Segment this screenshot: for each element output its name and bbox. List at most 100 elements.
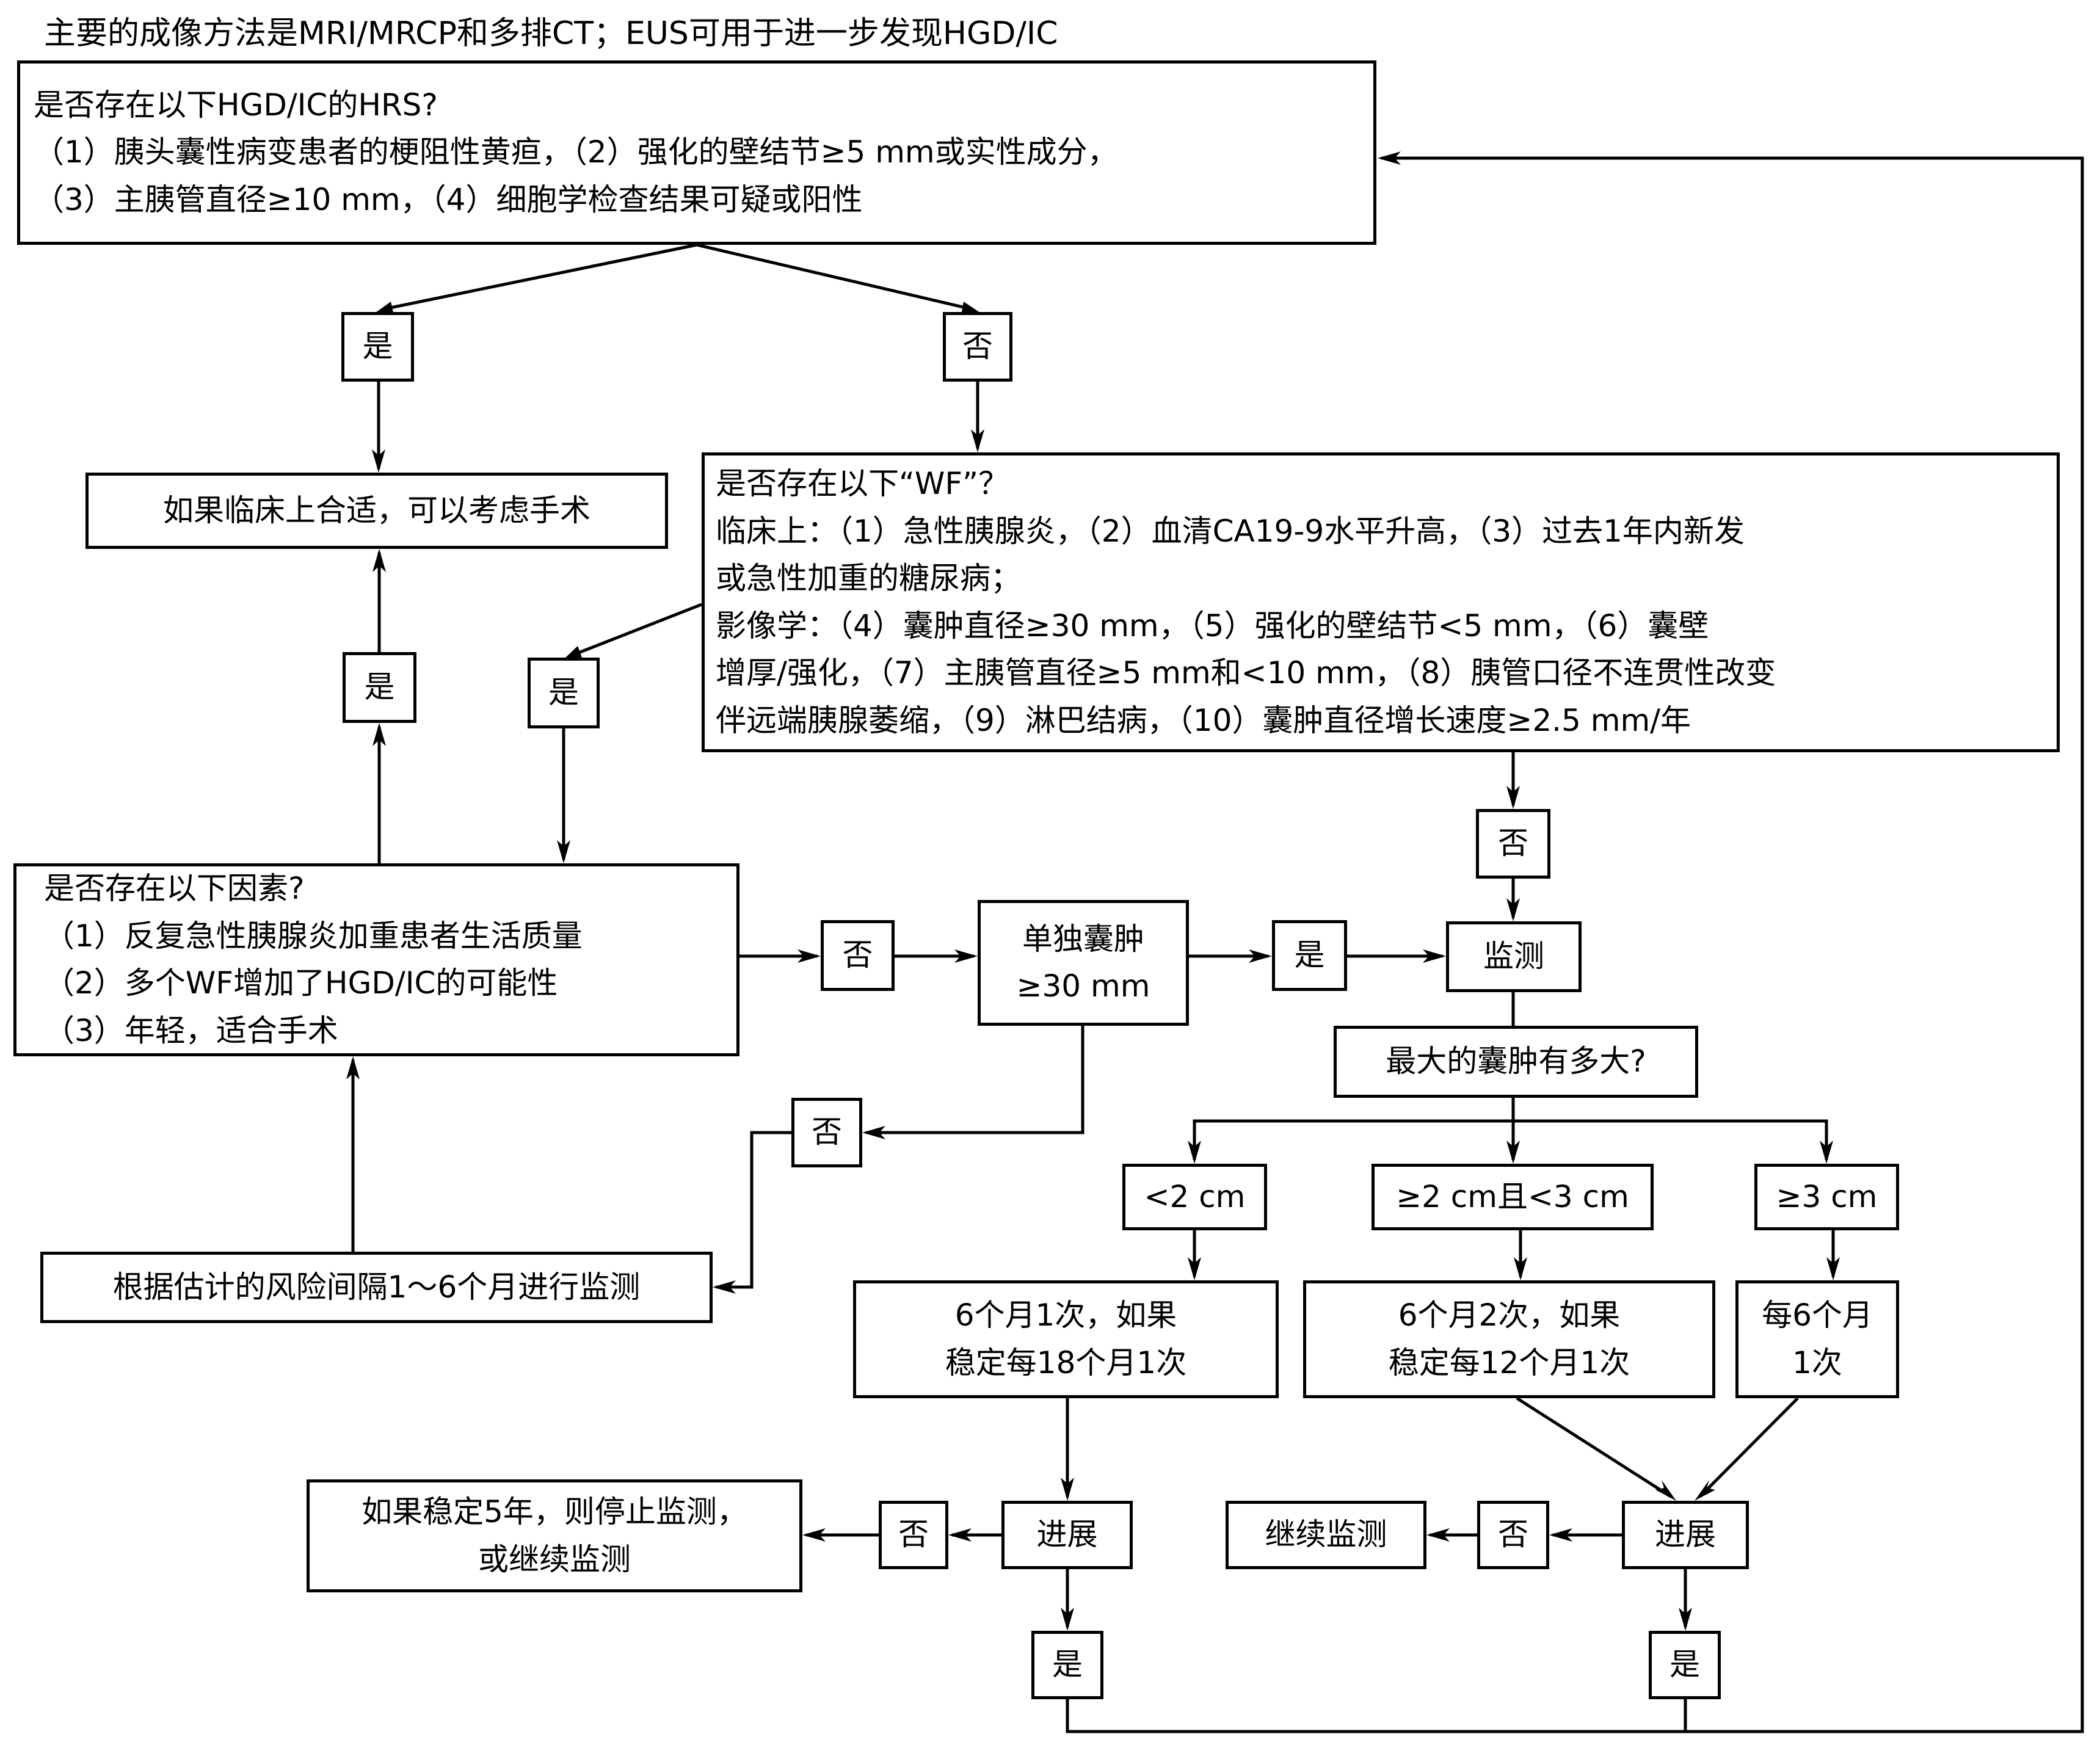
arrowhead [1506, 898, 1520, 921]
size-large-label: ≥3 cm [1776, 1178, 1878, 1214]
connector-solitary-no [866, 1026, 1085, 1134]
solitary-no-box: 否 [791, 1098, 862, 1167]
connector-no-risk [716, 1131, 791, 1289]
arrowhead [565, 646, 583, 659]
arrowhead [1188, 1257, 1201, 1280]
factors-question-box: 是否存在以下因素? （1）反复急性胰腺炎加重患者生活质量 （2）多个WF增加了H… [13, 863, 739, 1056]
progress-right-no-box: 否 [1477, 1501, 1549, 1569]
progress-left-yes-label: 是 [1052, 1647, 1083, 1683]
arrowhead [1695, 1480, 1715, 1501]
arrowhead [1061, 1608, 1074, 1631]
hrs-no-label: 否 [962, 328, 993, 365]
arrowhead [1249, 949, 1272, 963]
progress-right-yes-box: 是 [1649, 1631, 1721, 1699]
connector-hrs-no [696, 243, 972, 311]
progress-right-label: 进展 [1655, 1517, 1716, 1553]
wf-criteria-line: 临床上：（1）急性胰腺炎，（2）血清CA19-9水平升高，（3）过去1年内新发 [716, 513, 1745, 549]
progress-left-no-box: 否 [879, 1501, 948, 1569]
arrowhead [557, 840, 570, 863]
progress-right-box: 进展 [1622, 1501, 1749, 1569]
factors-item: （1）反复急性胰腺炎加重患者生活质量 [44, 918, 583, 954]
plan-small-line: 6个月1次，如果 [954, 1297, 1177, 1333]
plan-mid-line: 6个月2次，如果 [1398, 1297, 1621, 1333]
stop-monitor-box: 如果稳定5年，则停止监测， 或继续监测 [307, 1479, 802, 1592]
plan-large-line: 1次 [1792, 1344, 1842, 1380]
wf-yes-label: 是 [548, 675, 579, 711]
arrowhead [372, 549, 386, 572]
surgery-box: 如果临床上合适，可以考虑手术 [85, 473, 668, 549]
wf-question-box: 是否存在以下“WF”？ 临床上：（1）急性胰腺炎，（2）血清CA19-9水平升高… [702, 452, 2060, 752]
arrowhead [1679, 1608, 1692, 1631]
arrowheads [346, 151, 1840, 1631]
size-small-label: <2 cm [1144, 1178, 1246, 1214]
stop-monitor-line: 或继续监测 [478, 1541, 631, 1577]
wf-no-box: 否 [1476, 809, 1550, 879]
diagram-title: 主要的成像方法是MRI/MRCP和多排CT；EUS可用于进一步发现HGD/IC [44, 15, 1058, 52]
progress-left-label: 进展 [1036, 1517, 1098, 1553]
plan-small-line: 稳定每18个月1次 [945, 1344, 1187, 1380]
risk-interval-label: 根据估计的风险间隔1～6个月进行监测 [112, 1269, 641, 1305]
wf-question: 是否存在以下“WF”？ [716, 466, 1009, 501]
surgery-label: 如果临床上合适，可以考虑手术 [163, 492, 590, 528]
largest-cyst-label: 最大的囊肿有多大? [1386, 1043, 1646, 1079]
hrs-criteria-line: （1）胰头囊性病变患者的梗阻性黄疸，（2）强化的壁结节≥5 mm或实性成分， [34, 134, 1118, 170]
progress-left-yes-box: 是 [1031, 1631, 1103, 1699]
progress-right-yes-label: 是 [1669, 1647, 1700, 1683]
solitary-cyst-label: 单独囊肿 [1022, 921, 1144, 957]
solitary-yes-label: 是 [1294, 937, 1325, 973]
arrowhead [372, 723, 386, 746]
plan-small-box: 6个月1次，如果 稳定每18个月1次 [853, 1280, 1279, 1398]
arrowhead [1655, 1480, 1676, 1501]
arrowhead [948, 1528, 972, 1542]
progress-right-no-label: 否 [1498, 1517, 1528, 1553]
size-small-box: <2 cm [1122, 1164, 1267, 1230]
factors-question: 是否存在以下因素? [44, 871, 305, 906]
hrs-yes-box: 是 [341, 312, 414, 382]
progress-left-no-label: 否 [898, 1517, 929, 1553]
stop-monitor-line: 如果稳定5年，则停止监测， [362, 1494, 747, 1529]
connector-largest-branches [1193, 1119, 1828, 1160]
arrowhead [1423, 949, 1446, 963]
factors-item: （3）年轻，适合手术 [44, 1012, 338, 1048]
factors-yes-box: 是 [343, 652, 416, 723]
size-mid-label: ≥2 cm且<3 cm [1396, 1178, 1629, 1214]
solitary-no-label: 否 [812, 1114, 842, 1150]
arrowhead [1188, 1141, 1201, 1164]
arrowhead [954, 949, 978, 963]
connector-loop-back [1066, 156, 2084, 1733]
arrowhead [713, 1280, 736, 1294]
wf-criteria-line: 伴远端胰腺萎缩，（9）淋巴结病，（10）囊肿直径增长速度≥2.5 mm/年 [716, 702, 1691, 738]
arrowhead [1514, 1257, 1527, 1280]
arrowhead [1820, 1141, 1833, 1164]
plan-mid-box: 6个月2次，如果 稳定每12个月1次 [1303, 1280, 1715, 1398]
hrs-question-box: 是否存在以下HGD/IC的HRS? （1）胰头囊性病变患者的梗阻性黄疸，（2）强… [17, 60, 1376, 245]
continue-monitor-label: 继续监测 [1265, 1517, 1387, 1553]
connector-planlarge-progress [1699, 1397, 1799, 1498]
arrowhead [1826, 1257, 1840, 1280]
progress-left-box: 进展 [1001, 1501, 1133, 1569]
wf-no-label: 否 [1498, 825, 1528, 862]
risk-interval-box: 根据估计的风险间隔1～6个月进行监测 [40, 1252, 713, 1323]
hrs-criteria-line: （3）主胰管直径≥10 mm，（4）细胞学检查结果可疑或阳性 [34, 181, 863, 217]
arrowhead [1506, 786, 1520, 809]
wf-criteria-line: 影像学：（4）囊肿直径≥30 mm，（5）强化的壁结节<5 mm，（6）囊壁 [716, 608, 1709, 644]
connector-planmid-progress [1516, 1396, 1672, 1498]
arrowhead [1426, 1528, 1450, 1542]
continue-monitor-box: 继续监测 [1226, 1501, 1426, 1569]
connector-wf-yes [573, 603, 702, 656]
plan-large-line: 每6个月 [1762, 1297, 1873, 1333]
hrs-no-box: 否 [943, 312, 1012, 382]
size-mid-box: ≥2 cm且<3 cm [1372, 1164, 1654, 1230]
hrs-yes-label: 是 [362, 328, 393, 365]
solitary-cyst-size: ≥30 mm [1016, 968, 1150, 1004]
arrowhead [346, 1056, 360, 1079]
plan-mid-line: 稳定每12个月1次 [1388, 1344, 1630, 1380]
arrowhead [971, 429, 984, 452]
hrs-question: 是否存在以下HGD/IC的HRS? [34, 87, 438, 123]
arrowhead [797, 949, 821, 963]
wf-yes-box: 是 [528, 658, 600, 728]
connector-hrs-yes [384, 243, 697, 311]
wf-criteria-line: 增厚/强化，（7）主胰管直径≥5 mm和<10 mm，（8）胰管口径不连贯性改变 [716, 655, 1776, 691]
factors-yes-label: 是 [364, 669, 395, 705]
